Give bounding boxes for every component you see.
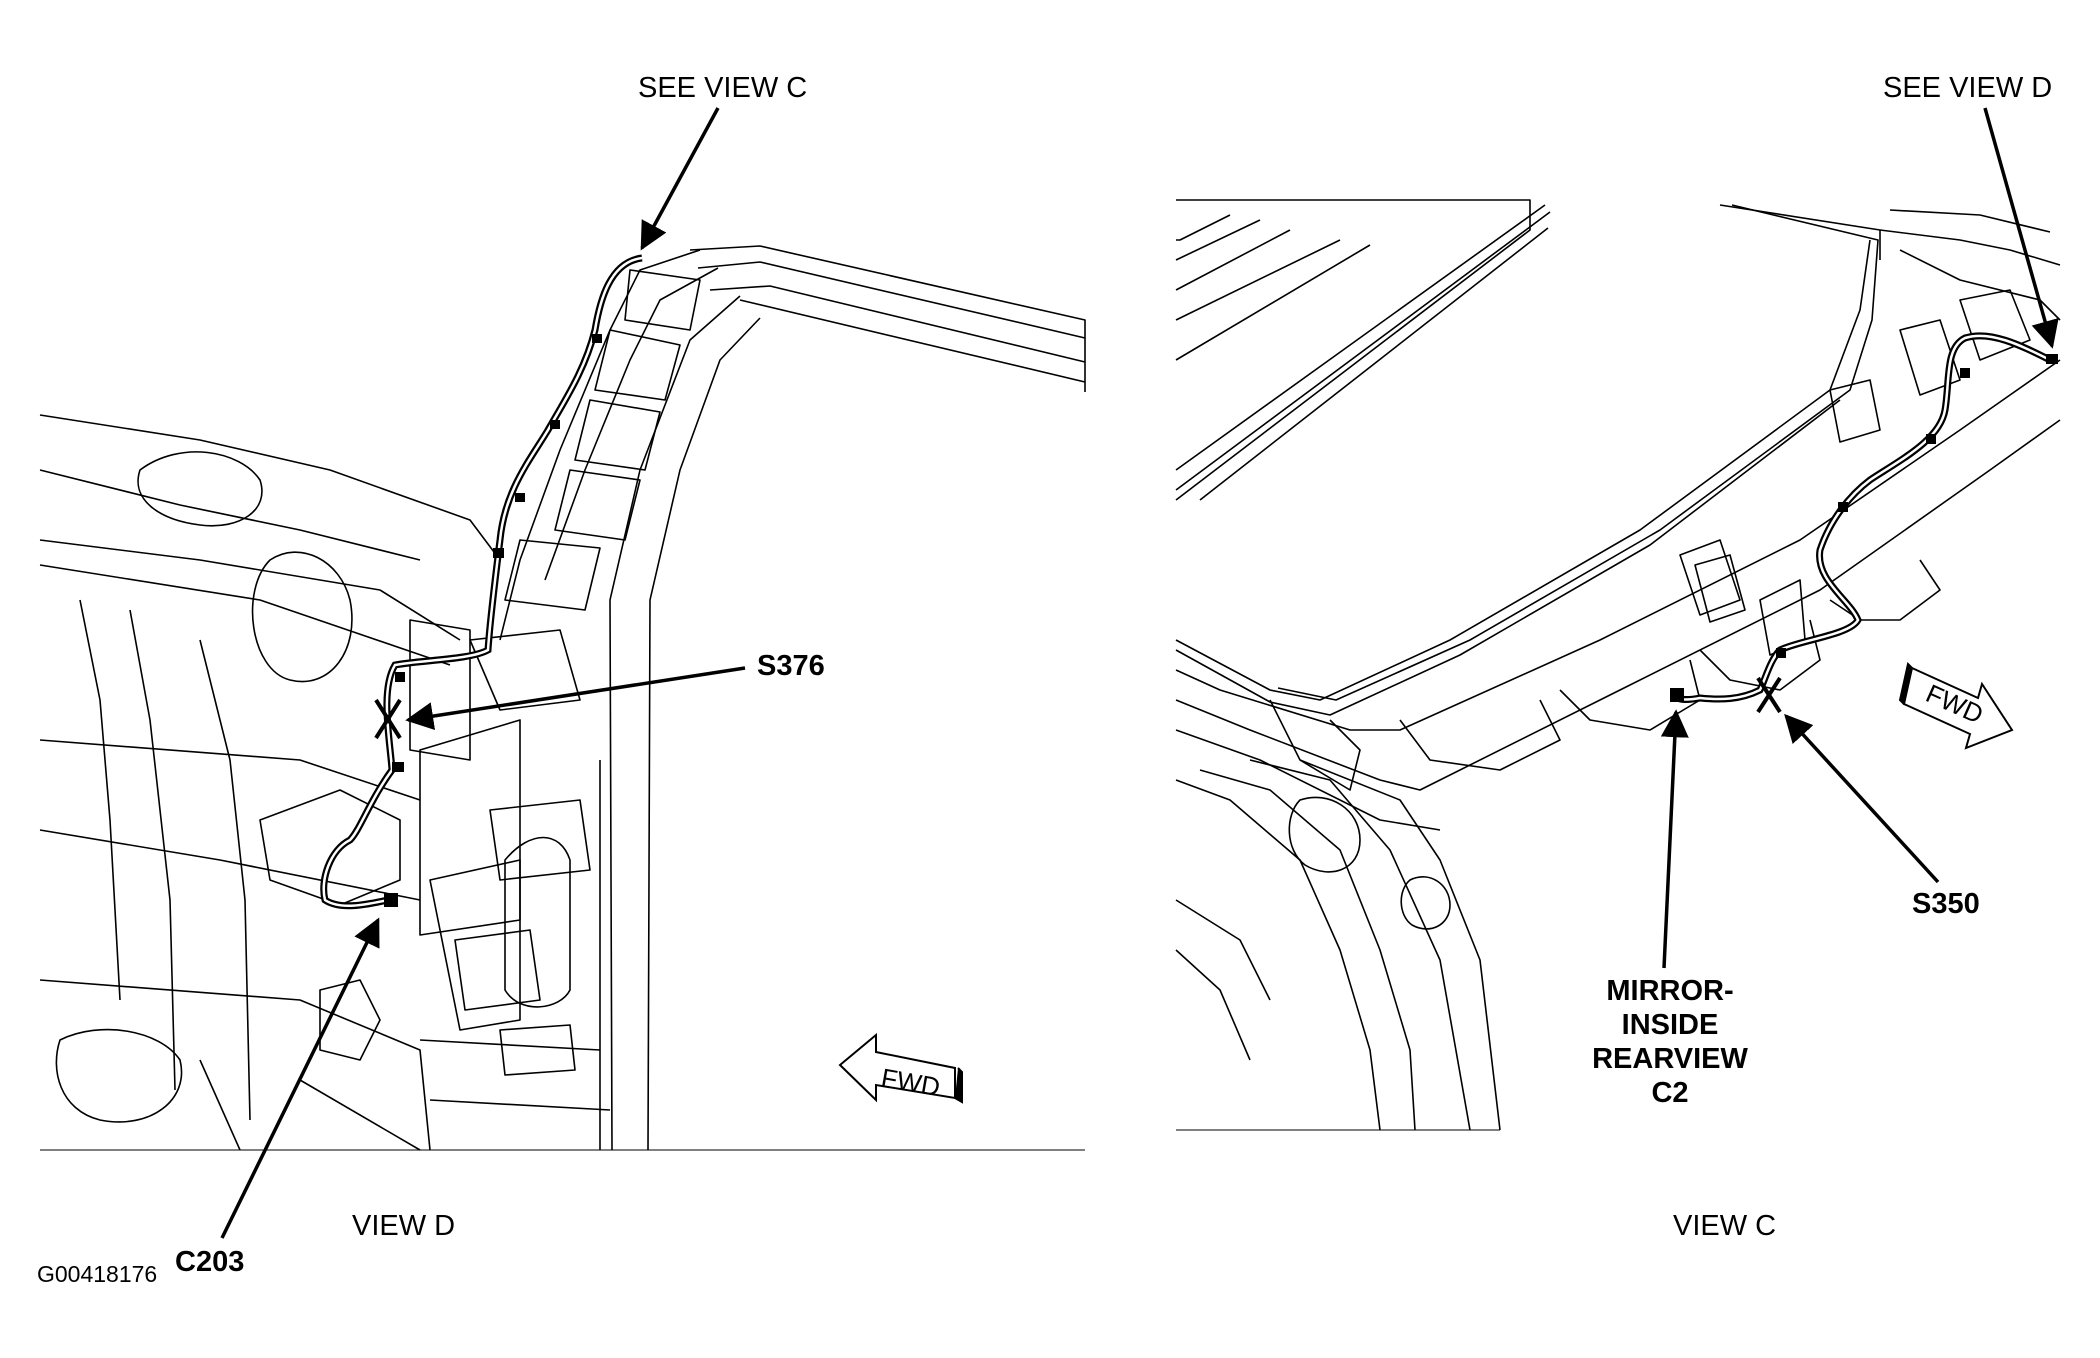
- mirror-callout-line2: INSIDE: [1621, 1009, 1719, 1041]
- view-c-fwd-arrow-icon: FWD: [1898, 662, 2014, 750]
- view-c-leader-lines: [1660, 107, 2059, 969]
- c203-callout: C203: [175, 1246, 245, 1278]
- view-d-wire-harness: [320, 254, 643, 910]
- view-d-body-structure: [39, 245, 1086, 1151]
- figure-id: G00418176: [37, 1261, 158, 1287]
- view-c-wire-harness: [1675, 332, 2052, 703]
- s376-splice-mark: [374, 698, 402, 740]
- s350-splice-mark: [1756, 676, 1782, 714]
- view-c-harness-clips: [1670, 354, 2058, 702]
- view-c-caption: VIEW C: [1673, 1210, 1777, 1242]
- view-c-body-structure: [1175, 199, 2061, 1131]
- s350-callout: S350: [1912, 888, 1980, 920]
- mirror-callout-line1: MIRROR-: [1606, 975, 1734, 1007]
- view-d-fwd-arrow-icon: FWD: [838, 1032, 963, 1104]
- view-d-harness-clips: [384, 334, 602, 907]
- see-view-c-callout: SEE VIEW C: [638, 72, 808, 104]
- mirror-c2-callout: MIRROR- INSIDE REARVIEW C2: [1570, 974, 1770, 1110]
- view-d-caption: VIEW D: [352, 1210, 456, 1242]
- mirror-callout-line4: C2: [1651, 1077, 1689, 1109]
- mirror-callout-line3: REARVIEW: [1592, 1043, 1748, 1075]
- s376-callout: S376: [757, 650, 825, 682]
- view-d-leader-lines: [220, 107, 746, 1239]
- see-view-d-callout: SEE VIEW D: [1883, 72, 2053, 104]
